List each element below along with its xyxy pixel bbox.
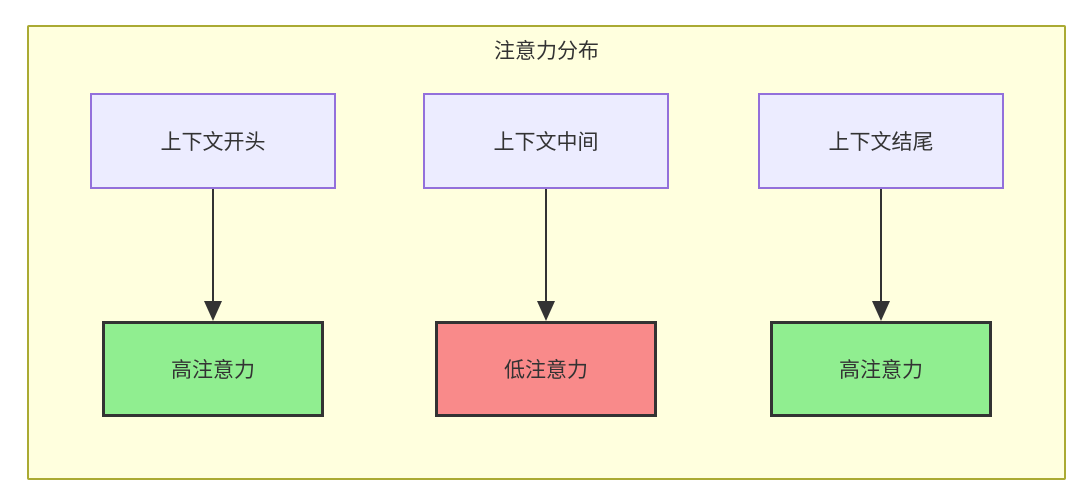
node-high-attention-left: 高注意力 [102, 321, 324, 417]
arrow-down-icon [537, 189, 555, 321]
arrow-head [204, 301, 222, 321]
arrow-down-icon [872, 189, 890, 321]
arrow-line [212, 189, 214, 302]
node-context-start: 上下文开头 [90, 93, 336, 189]
node-high-attention-right: 高注意力 [770, 321, 992, 417]
arrow-line [880, 189, 882, 302]
arrow-head [537, 301, 555, 321]
attention-distribution-panel: 注意力分布 上下文开头 高注意力 上下文中间 低注意力 上下文结尾 高注意力 [27, 25, 1066, 480]
diagram-title: 注意力分布 [494, 40, 599, 63]
flow-column-context-middle: 上下文中间 低注意力 [423, 93, 669, 417]
arrow-down-icon [204, 189, 222, 321]
arrow-line [545, 189, 547, 302]
flow-column-context-start: 上下文开头 高注意力 [90, 93, 336, 417]
node-low-attention: 低注意力 [435, 321, 657, 417]
node-context-end: 上下文结尾 [758, 93, 1004, 189]
arrow-head [872, 301, 890, 321]
flow-column-context-end: 上下文结尾 高注意力 [758, 93, 1004, 417]
node-context-middle: 上下文中间 [423, 93, 669, 189]
